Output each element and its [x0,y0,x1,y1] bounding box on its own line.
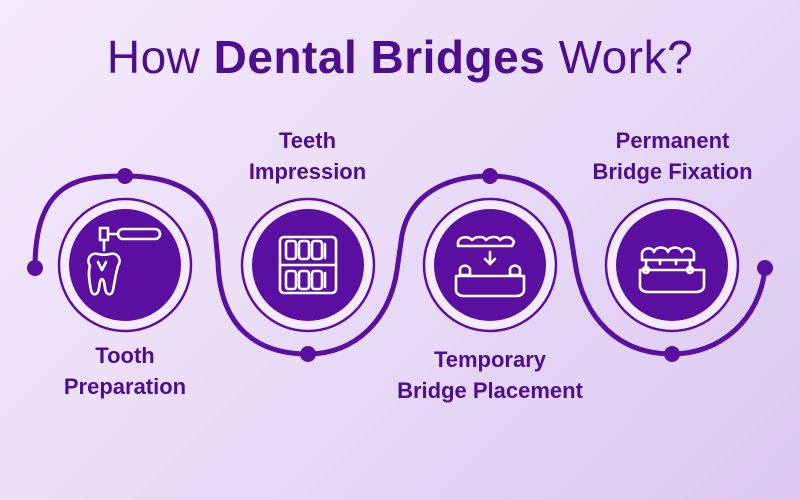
step-3-label: Temporary Bridge Placement [360,344,620,406]
step-3-circle [422,197,558,333]
page-title: How Dental Bridges Work? [0,30,800,84]
step-2-circle [240,197,376,333]
endpoint-dot-right [757,260,773,276]
connector-dot-1 [117,168,133,184]
step-3-label-line2: Bridge Placement [397,378,583,403]
temporary-bridge-icon [454,235,526,298]
step-1-label-line1: Tooth [95,343,155,368]
title-suffix: Work? [545,31,694,83]
wave-connector [32,173,768,357]
step-3-label-line1: Temporary [433,347,547,372]
step-1-label-line2: Preparation [63,374,187,399]
permanent-bridge-icon [638,246,706,294]
step-4-label-line1: Permanent [615,128,730,153]
connector-dot-2 [300,346,316,362]
connector-dot-4 [664,346,680,362]
step-2-label: Teeth Impression [220,125,395,187]
connector-dot-3 [482,168,498,184]
step-2-label-line1: Teeth [278,128,337,153]
step-1-label: Tooth Preparation [40,340,210,402]
dental-impression-icon [278,235,338,295]
step-4-circle [604,197,740,333]
step-4-label: Permanent Bridge Fixation [560,125,785,187]
title-emphasis: Dental Bridges [213,31,546,83]
step-1-circle [57,197,193,333]
endpoint-dot-left [27,260,43,276]
tooth-drill-icon [87,226,162,296]
title-prefix: How [106,31,214,83]
step-2-label-line2: Impression [248,159,367,184]
step-4-label-line2: Bridge Fixation [592,159,753,184]
